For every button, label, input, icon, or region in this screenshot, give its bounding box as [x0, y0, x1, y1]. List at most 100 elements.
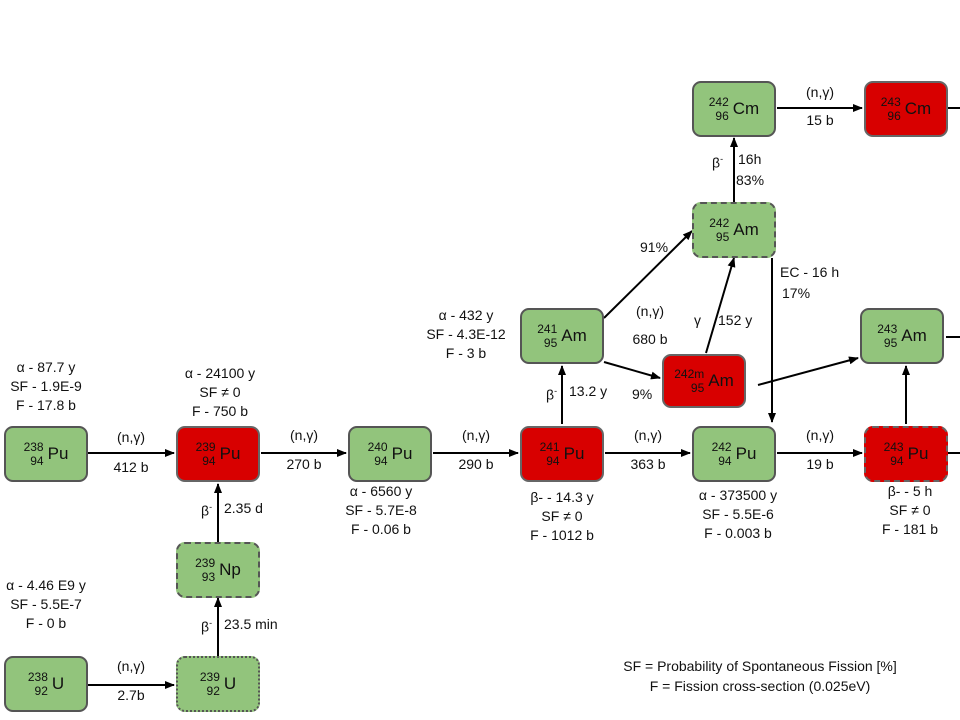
- sf-probability: SF ≠ 0: [541, 508, 583, 524]
- label-gamma-am242m: γ: [694, 312, 701, 328]
- alpha-halflife: α - 432 y: [438, 307, 494, 323]
- label-ng-u238: (n,γ): [117, 658, 145, 674]
- label-beta-u239: β-: [201, 614, 212, 637]
- atomic-number: 96: [887, 109, 901, 123]
- mass-number: 242m: [674, 367, 705, 381]
- label-xs-pu240: 290 b: [458, 456, 494, 472]
- element-symbol: Np: [219, 560, 241, 579]
- label-time-am242: 16h: [738, 151, 762, 167]
- label-beta-np239: β-: [201, 498, 212, 521]
- label-ec-am242: EC - 16 h: [780, 264, 840, 280]
- arrow-am241-am242: [603, 230, 693, 319]
- legend-f: F = Fission cross-section (0.025eV): [649, 678, 871, 694]
- mass-number: 241: [539, 440, 560, 454]
- beta-symbol: β: [201, 502, 210, 519]
- beta-halflife: β- - 14.3 y: [530, 489, 594, 505]
- fission-xs: F - 181 b: [881, 521, 939, 537]
- element-symbol: Cm: [732, 99, 760, 118]
- label-time-u239: 23.5 min: [224, 616, 278, 632]
- atomic-number: 94: [718, 454, 732, 468]
- label-xs-pu242: 19 b: [806, 456, 834, 472]
- fission-xs: F - 17.8 b: [16, 397, 76, 413]
- sf-probability: SF ≠ 0: [199, 384, 241, 400]
- mass-number: 238: [23, 440, 44, 454]
- sf-probability: SF - 4.3E-12: [426, 326, 506, 342]
- label-beta-am242: β-: [712, 150, 723, 173]
- label-ng-pu240: (n,γ): [462, 427, 490, 443]
- label-time-pu241: 13.2 y: [569, 383, 608, 399]
- mass-number: 243: [880, 95, 901, 109]
- label-xs-am241: 680 b: [632, 331, 668, 347]
- fission-xs: F - 750 b: [191, 403, 249, 419]
- arrow-am242m-am242: [705, 257, 736, 354]
- mass-number: 239: [199, 670, 220, 684]
- beta-minus-sign: -: [209, 618, 213, 628]
- element-symbol: Pu: [735, 444, 757, 463]
- mass-number: 241: [537, 322, 558, 336]
- mass-number: 242: [709, 216, 730, 230]
- element-symbol: Am: [708, 371, 734, 390]
- atomic-number: 94: [202, 454, 216, 468]
- arrow-am241-am242m: [603, 361, 661, 380]
- label-time-am242m: 152 y: [718, 312, 753, 328]
- beta-symbol: β: [201, 618, 210, 635]
- beta-minus-sign: -: [720, 154, 724, 164]
- fission-xs: F - 0.003 b: [704, 525, 772, 541]
- atomic-number: 94: [30, 454, 44, 468]
- mass-number: 240: [367, 440, 388, 454]
- fission-xs: F - 0 b: [25, 615, 67, 631]
- mass-number: 242: [711, 440, 732, 454]
- props-pu239: α - 24100 y SF ≠ 0 F - 750 b: [185, 364, 255, 421]
- beta-symbol: β: [546, 386, 555, 403]
- label-ng-pu241: (n,γ): [634, 427, 662, 443]
- atomic-number: 92: [34, 684, 48, 698]
- beta-halflife: β- - 5 h: [887, 483, 933, 499]
- element-symbol: Am: [733, 220, 759, 239]
- props-u238: α - 4.46 E9 y SF - 5.5E-7 F - 0 b: [6, 576, 86, 633]
- atomic-number: 95: [883, 336, 898, 350]
- arrow-am242m-am243: [757, 356, 859, 386]
- element-symbol: Pu: [563, 444, 585, 463]
- atomic-number: 95: [543, 336, 558, 350]
- element-symbol: Pu: [219, 444, 241, 463]
- element-symbol: U: [51, 674, 65, 693]
- element-symbol: Pu: [907, 444, 929, 463]
- atomic-number: 96: [715, 109, 729, 123]
- atomic-number: 95: [715, 230, 730, 244]
- label-ng-pu239: (n,γ): [290, 427, 318, 443]
- alpha-halflife: α - 24100 y: [184, 365, 256, 381]
- label-xs-pu239: 270 b: [286, 456, 322, 472]
- props-pu242: α - 373500 y SF - 5.5E-6 F - 0.003 b: [699, 486, 777, 543]
- atomic-number: 94: [890, 454, 904, 468]
- fission-xs: F - 0.06 b: [351, 521, 411, 537]
- beta-symbol: β: [712, 154, 721, 171]
- label-xs-cm242: 15 b: [806, 112, 834, 128]
- atomic-number: 94: [546, 454, 560, 468]
- label-ng-cm242: (n,γ): [806, 84, 834, 100]
- mass-number: 243: [883, 440, 904, 454]
- element-symbol: U: [223, 674, 237, 693]
- alpha-halflife: α - 4.46 E9 y: [6, 577, 86, 593]
- mass-number: 238: [27, 670, 48, 684]
- label-ng-am241: (n,γ): [636, 303, 664, 319]
- sf-probability: SF - 5.5E-6: [702, 506, 774, 522]
- element-symbol: Am: [561, 326, 587, 345]
- mass-number: 242: [708, 95, 729, 109]
- atomic-number: 94: [374, 454, 388, 468]
- atomic-number: 92: [206, 684, 220, 698]
- sf-probability: SF - 1.9E-9: [10, 378, 82, 394]
- atomic-number: 95: [690, 381, 705, 395]
- label-branch-91: 91%: [640, 239, 669, 255]
- fission-xs: F - 3 b: [445, 345, 487, 361]
- label-beta-pu241: β-: [546, 382, 557, 405]
- atomic-number: 93: [201, 570, 216, 584]
